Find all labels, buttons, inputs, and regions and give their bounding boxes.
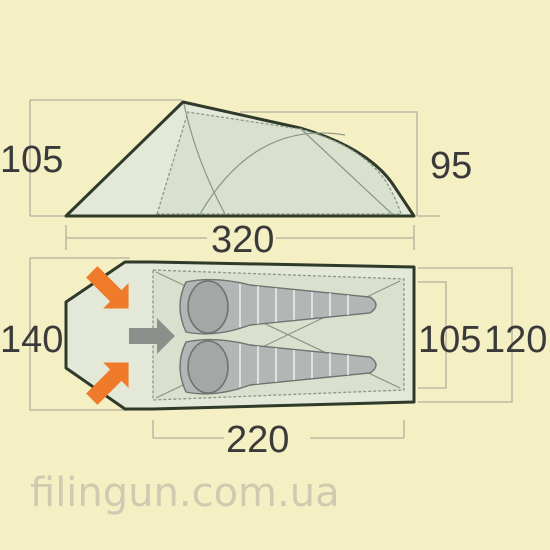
label-front-height: 105 — [0, 139, 63, 181]
arrow-grey-entry-icon — [129, 318, 175, 354]
arrow-orange-lower-icon — [86, 362, 129, 405]
label-inner-foot-width: 105 — [418, 319, 481, 361]
sleeping-bag-lower-hood — [187, 340, 229, 394]
label-outer-foot-width: 120 — [484, 319, 547, 361]
dim-line-vestibule-width — [29, 257, 130, 411]
label-vestibule-width: 140 — [0, 319, 63, 361]
side-pole-rear — [299, 127, 393, 215]
dim-line-inner-foot — [418, 281, 447, 389]
side-pole-arch — [199, 132, 346, 215]
sleeping-bag-upper — [179, 278, 377, 335]
side-view: 105 95 320 — [0, 99, 472, 261]
side-inner-tent — [156, 111, 402, 215]
label-length: 320 — [211, 219, 274, 261]
label-inner-length: 220 — [226, 419, 289, 461]
sleeping-bag-upper-hood — [187, 280, 229, 334]
arrow-orange-upper-icon — [86, 266, 129, 309]
side-pole-front — [183, 103, 226, 215]
sleeping-bag-lower — [179, 338, 377, 395]
watermark: filingun.com.ua — [30, 470, 340, 516]
dim-line-outer-foot — [418, 267, 513, 403]
top-view: 140 105 120 220 — [0, 257, 547, 461]
label-rear-height: 95 — [430, 145, 472, 187]
dim-line-rear-height — [240, 111, 418, 216]
